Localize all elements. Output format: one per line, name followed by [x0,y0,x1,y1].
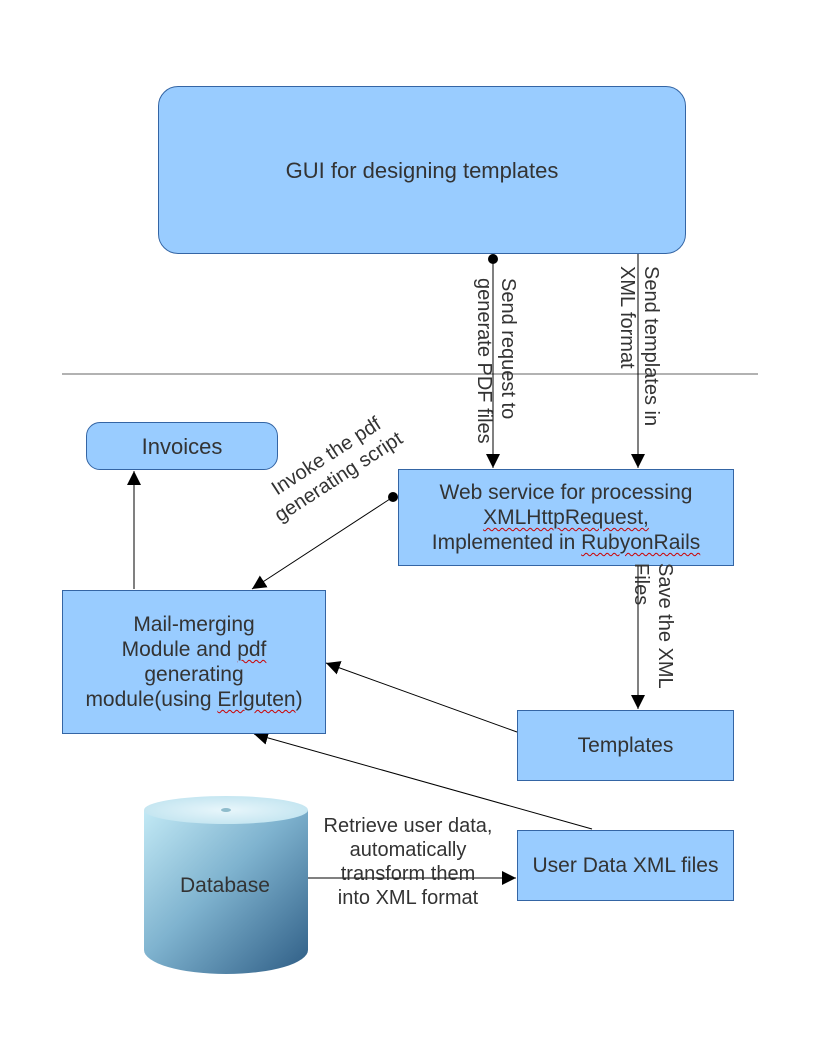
webservice-line-3: Implemented in RubyonRails [432,530,700,555]
send-templates-label: Send templates in XML format [615,266,663,426]
gui-box: GUI for designing templates [158,86,686,254]
send-request-label-line-1: Send request to [497,278,519,420]
webservice-line-3-prefix: Implemented in [431,531,582,554]
mailmerge-line-1: Mail-merging [133,613,255,636]
mailmerge-line-4: module(using Erlguten) [85,687,302,712]
database-cylinder-icon [144,796,308,974]
invoices-box-label: Invoices [141,433,223,459]
database-label: Database [180,874,270,897]
retrieve-label-line-3: transform them [340,863,476,885]
retrieve-label-line-1: Retrieve user data, [323,815,493,837]
mailmerge-line-2-word: pdf [237,638,267,661]
retrieve-label-line-2: automatically [349,839,467,861]
mailmerge-line-2: Module and pdf [122,637,267,662]
templates-box: Templates [517,710,734,781]
save-xml-label: Save the XML Files [629,563,677,689]
mailmerge-line-4-prefix: module(using [85,688,218,711]
mailmerge-line-4-word: Erlguten [217,688,296,711]
userdata-to-mailmerge-arrow [253,731,593,830]
mailmerge-line-2-prefix: Module and [121,638,238,661]
retrieve-label-line-4: into XML format [337,887,479,909]
webservice-line-2: XMLHttpRequest, [483,506,649,529]
send-request-label-line-2: generate PDF files [473,278,495,444]
mailmerge-line-3: generating [144,663,244,686]
userdata-box: User Data XML files [517,830,734,901]
mailmerge-box: Mail-merging Module and pdf generating m… [62,590,326,734]
invoices-box: Invoices [86,422,278,470]
webservice-line-1: Web service for processing [439,481,693,504]
mailmerge-line-4-suffix: ) [295,688,303,711]
retrieve-label: Retrieve user data, automatically transf… [296,814,520,910]
save-xml-label-line-1: Save the XML [654,563,676,689]
gui-box-label: GUI for designing templates [285,157,559,183]
send-request-label: Send request to generate PDF files [472,278,520,444]
templates-to-mailmerge-arrow [325,661,518,733]
send-templates-label-line-2: XML format [616,266,638,369]
webservice-box: Web service for processing XMLHttpReques… [398,469,734,566]
templates-box-label: Templates [577,734,674,757]
send-templates-label-line-1: Send templates in [640,266,662,427]
invoke-arrow [251,496,394,590]
save-xml-label-line-2: Files [630,563,652,606]
userdata-box-label: User Data XML files [532,854,719,877]
webservice-line-3-word: RubyonRails [581,531,701,554]
